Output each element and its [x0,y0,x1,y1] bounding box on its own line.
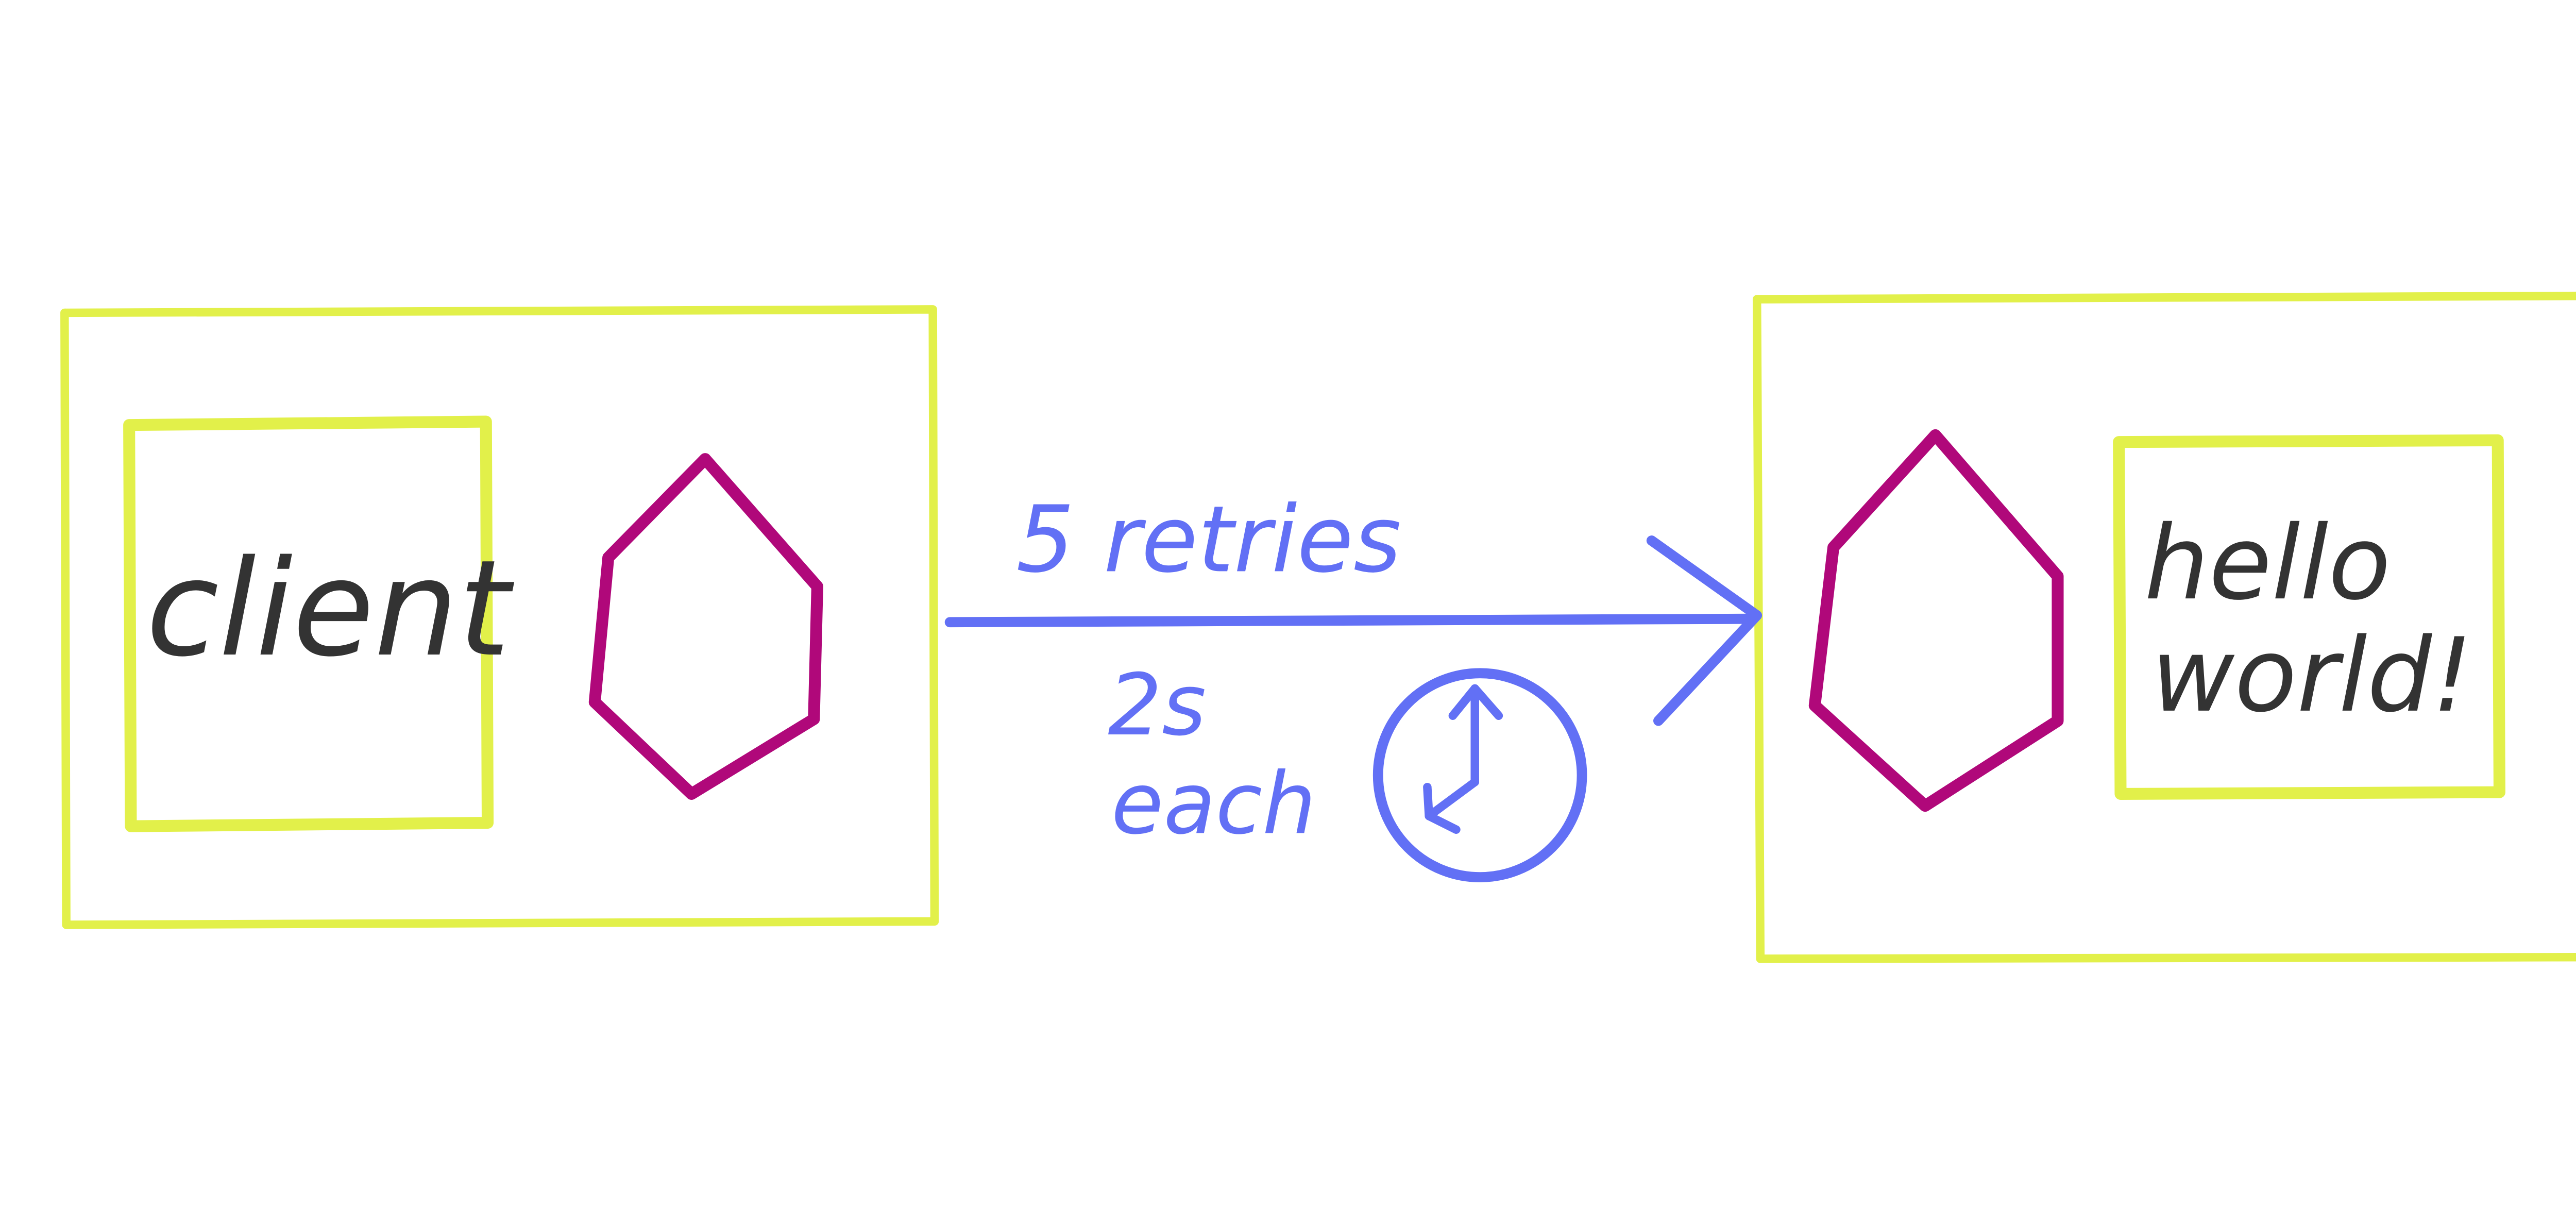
interval-label-line1: 2s [1108,656,1206,754]
clock-hand-tick [1423,783,1433,820]
client-container: client [60,305,939,929]
server-inner-box [2113,434,2506,800]
clock-icon [1372,668,1587,882]
interval-label-line2: each [1111,754,1316,853]
server-container: hello world! [1752,291,2576,963]
client-outer-box [60,305,939,929]
client-inner-box [123,415,494,832]
retry-arrow [944,535,1762,726]
client-hexagon [588,453,823,800]
server-label-line2: world! [2151,616,2472,735]
clock-face [1372,668,1587,882]
retries-label: 5 retries [1016,487,1401,593]
server-hexagon [1808,429,2064,812]
retry-arrow-head [1646,535,1762,726]
retry-arrow-shaft [944,613,1759,628]
server-label-line1: hello [2144,504,2391,623]
server-outer-box [1752,291,2576,963]
client-label: client [146,531,516,686]
clock-hand-diagonal [1425,778,1479,834]
